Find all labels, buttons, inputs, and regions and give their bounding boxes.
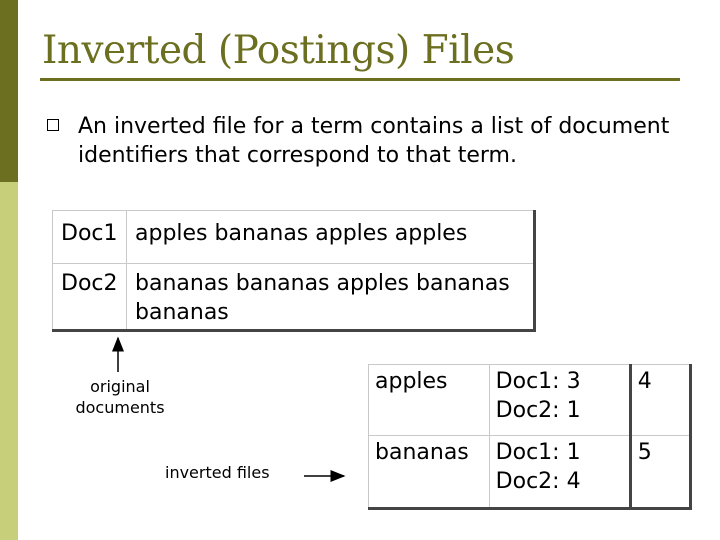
term-total: 4 [629, 363, 693, 437]
document-content: apples bananas apples apples [126, 210, 536, 264]
documents-table: Doc1 apples bananas apples apples Doc2 b… [52, 210, 536, 332]
bullet-text: An inverted file for a term contains a l… [78, 114, 670, 168]
inverted-index-table: apples Doc1: 3 Doc2: 1 4 bananas Doc1: 1… [368, 363, 693, 510]
index-row: apples Doc1: 3 Doc2: 1 4 [368, 363, 693, 437]
postings-list: Doc1: 3 Doc2: 1 [488, 363, 632, 437]
bullet-square-icon [47, 119, 59, 131]
posting-doc: Doc2: [495, 398, 560, 423]
index-term: bananas [368, 435, 490, 510]
document-label: Doc2 [52, 263, 127, 332]
posting-count: 3 [566, 369, 581, 394]
posting-entry: Doc1: 1 [496, 438, 623, 467]
posting-entry: Doc2: 4 [496, 467, 623, 496]
posting-count: 1 [566, 440, 581, 466]
posting-count: 1 [566, 398, 581, 423]
index-term: apples [368, 363, 490, 437]
posting-entry: Doc1: 3 [496, 367, 623, 396]
posting-count: 4 [566, 469, 581, 495]
title-underline [40, 78, 680, 81]
inverted-files-label: inverted files [165, 463, 270, 482]
sidebar-accent-dark [0, 0, 18, 182]
term-total: 5 [629, 435, 693, 510]
index-row: bananas Doc1: 1 Doc2: 4 5 [368, 435, 693, 510]
document-row: Doc2 bananas bananas apples bananas bana… [52, 263, 536, 332]
posting-doc: Doc1: [495, 440, 560, 466]
document-row: Doc1 apples bananas apples apples [52, 210, 536, 264]
posting-entry: Doc2: 1 [496, 396, 623, 425]
postings-list: Doc1: 1 Doc2: 4 [488, 435, 632, 510]
posting-doc: Doc2: [495, 469, 560, 495]
slide-title: Inverted (Postings) Files [42, 28, 515, 73]
posting-doc: Doc1: [495, 369, 560, 394]
document-content: bananas bananas apples bananas bananas [126, 263, 536, 332]
original-documents-label: original documents [75, 377, 165, 417]
